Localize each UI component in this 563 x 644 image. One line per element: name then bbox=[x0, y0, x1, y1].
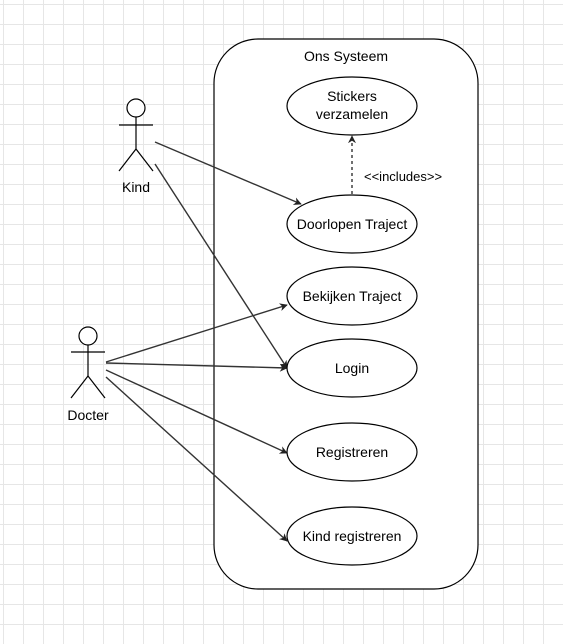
actor-head-icon bbox=[126, 98, 146, 118]
association-docter-kind-registreren[interactable] bbox=[105, 376, 288, 542]
actor-docter-label: Docter bbox=[67, 407, 109, 423]
use-case-label: Registreren bbox=[316, 444, 388, 460]
use-case-stickers-verzamelen[interactable]: Stickers verzamelen bbox=[286, 76, 418, 136]
use-case-label: Doorlopen Traject bbox=[297, 216, 408, 232]
association-kind-doorlopen[interactable] bbox=[154, 141, 302, 205]
use-case-registreren[interactable]: Registreren bbox=[286, 422, 418, 482]
actor-left-leg bbox=[70, 375, 89, 399]
system-title: Ons Systeem bbox=[304, 48, 388, 64]
use-case-label: Bekijken Traject bbox=[303, 288, 402, 304]
actor-right-leg bbox=[87, 375, 106, 399]
includes-label: <<includes>> bbox=[364, 169, 442, 184]
association-docter-registreren[interactable] bbox=[105, 369, 288, 454]
use-case-ellipse[interactable] bbox=[286, 76, 418, 136]
actor-kind-label: Kind bbox=[122, 179, 150, 195]
use-case-label: Kind registreren bbox=[303, 528, 402, 544]
use-case-ellipse[interactable] bbox=[286, 422, 418, 482]
use-case-ellipse[interactable] bbox=[286, 506, 418, 566]
use-case-label: Login bbox=[335, 360, 369, 376]
actor-head-icon bbox=[78, 326, 98, 346]
include-relation[interactable]: <<includes>> bbox=[348, 135, 442, 194]
use-case-doorlopen-traject[interactable]: Doorlopen Traject bbox=[286, 194, 418, 254]
use-case-bekijken-traject[interactable]: Bekijken Traject bbox=[286, 266, 418, 326]
actor-left-leg bbox=[118, 148, 137, 172]
use-case-login[interactable]: Login bbox=[286, 338, 418, 398]
use-case-label-line2: verzamelen bbox=[316, 106, 388, 122]
use-case-kind-registreren[interactable]: Kind registreren bbox=[286, 506, 418, 566]
actor-kind[interactable] bbox=[118, 98, 154, 172]
use-case-label-line1: Stickers bbox=[327, 88, 377, 104]
use-case-ellipse[interactable] bbox=[286, 338, 418, 398]
association-kind-login[interactable] bbox=[154, 163, 288, 369]
association-docter-login[interactable] bbox=[105, 362, 288, 372]
actor-docter[interactable] bbox=[70, 326, 106, 399]
association-docter-bekijken[interactable] bbox=[105, 303, 288, 363]
associations bbox=[105, 141, 302, 542]
use-case-ellipse[interactable] bbox=[286, 194, 418, 254]
use-case-ellipse[interactable] bbox=[286, 266, 418, 326]
actor-right-leg bbox=[135, 148, 154, 172]
